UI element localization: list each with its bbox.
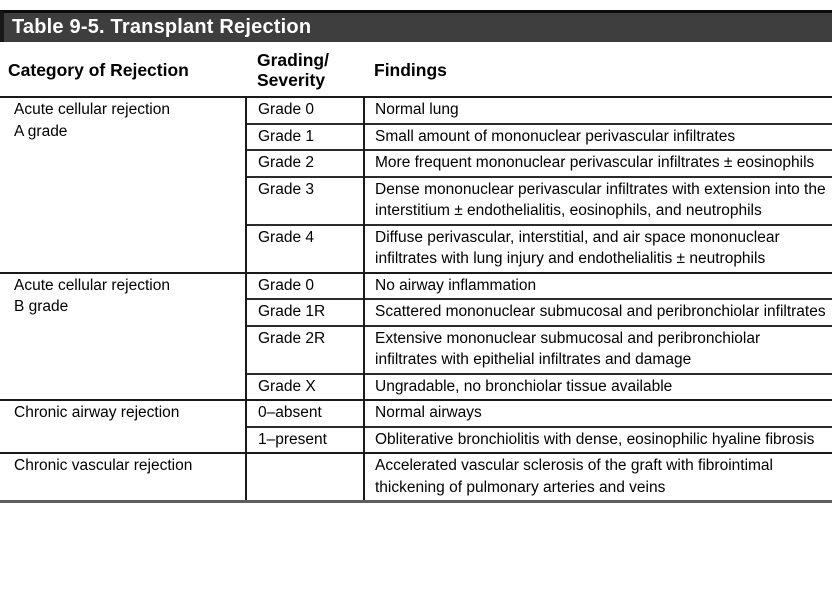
- grade-cell: Grade X: [245, 372, 365, 400]
- grade-cell: Grade 1: [245, 122, 365, 150]
- grade-cell: Grade 0: [245, 96, 365, 124]
- grade-cell: Grade 3: [245, 175, 365, 225]
- table-title: Table 9-5. Transplant Rejection: [12, 16, 312, 38]
- finding-cell: Ungradable, no bronchiolar tissue availa…: [364, 372, 832, 400]
- finding-cell: Scattered mononuclear submucosal and per…: [364, 298, 832, 326]
- finding-cell: Extensive mononuclear submucosal and per…: [364, 324, 832, 374]
- finding-cell: Small amount of mononuclear perivascular…: [364, 122, 832, 150]
- finding-cell: Normal lung: [364, 96, 832, 124]
- column-header-findings: Findings: [364, 42, 832, 98]
- finding-cell: Normal airways: [364, 399, 832, 427]
- finding-cell: No airway inflammation: [364, 271, 832, 299]
- category-cell: Acute cellular rejection A grade: [0, 96, 246, 273]
- grade-cell: Grade 0: [245, 271, 365, 299]
- table-header-row: Category of Rejection Grading/ Severity …: [0, 42, 832, 98]
- grade-cell: [245, 452, 365, 503]
- category-cell: Chronic airway rejection: [0, 399, 246, 453]
- finding-cell: Obliterative bronchiolitis with dense, e…: [364, 425, 832, 453]
- category-cell: Acute cellular rejection B grade: [0, 271, 246, 400]
- grade-cell: 1–present: [245, 425, 365, 453]
- grade-cell: Grade 4: [245, 223, 365, 273]
- column-header-category: Category of Rejection: [0, 42, 246, 98]
- category-cell: Chronic vascular rejection: [0, 452, 246, 503]
- finding-cell: More frequent mononuclear perivascular i…: [364, 149, 832, 177]
- finding-cell: Diffuse perivascular, interstitial, and …: [364, 223, 832, 273]
- grade-cell: Grade 2: [245, 149, 365, 177]
- grade-cell: Grade 2R: [245, 324, 365, 374]
- transplant-rejection-table: Category of Rejection Grading/ Severity …: [0, 42, 832, 503]
- table-row: Chronic vascular rejection Accelerated va…: [0, 452, 832, 503]
- grade-cell: 0–absent: [245, 399, 365, 427]
- finding-cell: Accelerated vascular sclerosis of the gr…: [364, 452, 832, 503]
- column-header-grading-severity: Grading/ Severity: [246, 42, 364, 98]
- grade-cell: Grade 1R: [245, 298, 365, 326]
- document-page: Table 9-5. Transplant Rejection Category…: [0, 10, 832, 503]
- finding-cell: Dense mononuclear perivascular infiltrat…: [364, 175, 832, 225]
- table-title-bar: Table 9-5. Transplant Rejection: [0, 10, 832, 42]
